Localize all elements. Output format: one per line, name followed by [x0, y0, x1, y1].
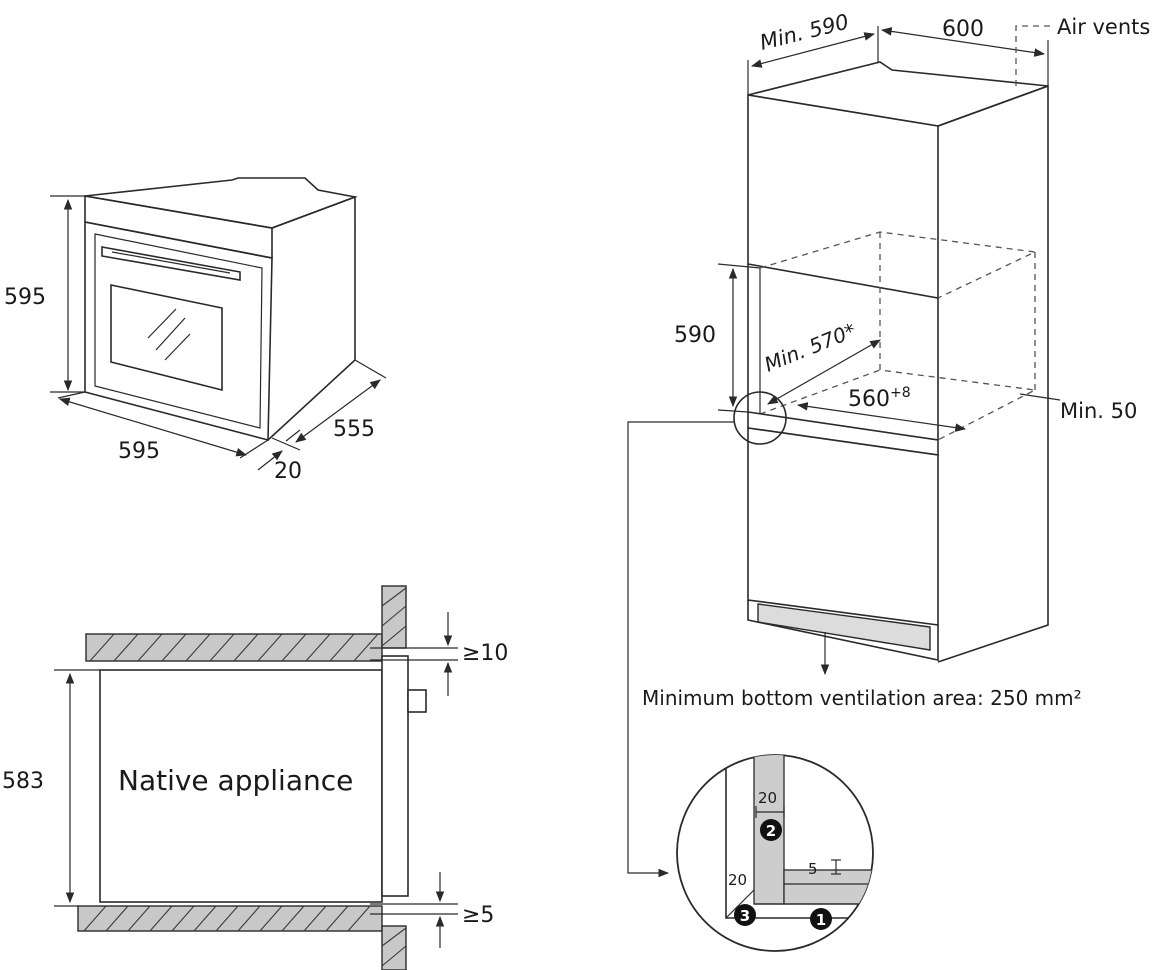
callout-2-label: 2	[766, 822, 776, 840]
front-wall-upper	[381, 585, 407, 649]
top-gap-label: ≥10	[462, 641, 508, 666]
section-height-label: 583	[2, 769, 44, 794]
callout-1-marker	[810, 908, 832, 930]
callout-1-label: 1	[816, 911, 826, 929]
niche-width-label: 560+8	[848, 385, 911, 412]
oven-front-label: 20	[274, 459, 302, 484]
cabinet-isometric: Min. 590 600 Air vents 590 Min. 570* 560…	[627, 10, 1150, 878]
bottom-ventilation-label: Minimum bottom ventilation area: 250 mm²	[642, 686, 1082, 710]
cabinet-upper-door	[747, 94, 939, 299]
cabinet-width-label: 600	[942, 17, 984, 42]
oven-window	[110, 284, 223, 392]
cabinet-lower-door	[747, 427, 939, 626]
callout-3-marker	[734, 904, 756, 926]
detail-dim-a: 20	[758, 789, 777, 807]
appliance-label: Native appliance	[118, 764, 353, 797]
section-view: Native appliance 583 ≥10 ≥5	[2, 585, 508, 970]
callout-2-marker	[760, 819, 782, 841]
bottom-shelf	[77, 905, 383, 932]
min-inner-depth-label: Min. 570*	[761, 318, 859, 376]
detail-marker-circle	[733, 391, 787, 445]
air-vents-label: Air vents	[1057, 15, 1150, 39]
niche-height-label: 590	[674, 323, 716, 348]
detail-view: 20 20 5 2 3 1	[676, 754, 874, 952]
detail-dim-c: 5	[808, 860, 818, 878]
oven-handle	[101, 246, 241, 281]
detail-dim-b: 20	[728, 871, 747, 889]
top-shelf	[85, 633, 383, 662]
oven-isometric: 595 595 555 20	[4, 177, 387, 484]
oven-width-label: 595	[118, 439, 160, 464]
bottom-vent-area	[757, 603, 931, 651]
oven-height-label: 595	[4, 285, 46, 310]
min-gap-label: Min. 50	[1060, 399, 1137, 423]
appliance-front	[381, 655, 409, 897]
callout-3-label: 3	[740, 907, 750, 925]
native-appliance-body	[99, 669, 383, 903]
oven-depth-label: 555	[333, 417, 375, 442]
cabinet-min-depth-label: Min. 590	[757, 10, 851, 55]
appliance-knob	[407, 689, 427, 713]
bottom-gap-label: ≥5	[462, 903, 494, 928]
